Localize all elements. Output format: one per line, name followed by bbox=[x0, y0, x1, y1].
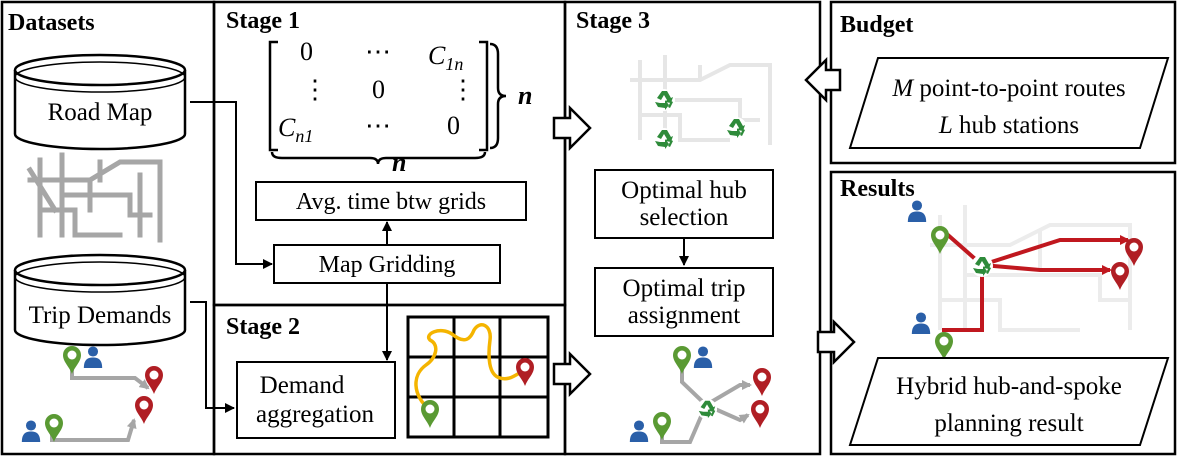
stage2-title: Stage 2 bbox=[226, 314, 300, 340]
origin-pin-icon bbox=[63, 346, 81, 374]
results-line2: planning result bbox=[934, 410, 1083, 437]
destination-pin-icon bbox=[753, 368, 771, 396]
assignment-illustration bbox=[629, 346, 771, 444]
stage1-title: Stage 1 bbox=[226, 8, 300, 34]
matrix-r1c3: C1n bbox=[428, 41, 463, 74]
map-gridding-box bbox=[273, 244, 501, 284]
stage2-to-stage3-arrow bbox=[552, 350, 592, 398]
destination-pin-icon bbox=[1111, 262, 1129, 290]
optimal-trip-box bbox=[594, 267, 774, 337]
matrix-r3c2: ⋯ bbox=[365, 111, 391, 140]
hub-map-illustration bbox=[630, 55, 772, 145]
matrix-r2c2: 0 bbox=[372, 75, 385, 104]
optimal-hub-box bbox=[594, 169, 774, 239]
origin-pin-icon bbox=[931, 226, 949, 254]
cost-matrix: 0 ⋯ C1n ⋮ 0 ⋮ Cn1 ⋯ 0 n n bbox=[268, 37, 532, 177]
person-icon bbox=[693, 346, 713, 368]
road-map-database: Road Map bbox=[13, 53, 187, 151]
person-icon bbox=[911, 312, 931, 334]
matrix-r2c1: ⋮ bbox=[302, 75, 328, 104]
trip-demands-label: Trip Demands bbox=[29, 302, 172, 329]
results-panel bbox=[829, 170, 1177, 456]
destination-pin-icon bbox=[751, 400, 769, 428]
arrow-trips-to-aggregation bbox=[190, 301, 235, 413]
results-parallelogram bbox=[848, 357, 1170, 446]
avg-time-label: Avg. time btw grids bbox=[296, 189, 486, 215]
avg-time-box bbox=[255, 181, 527, 221]
person-icon bbox=[83, 346, 103, 368]
hub-icon bbox=[696, 398, 718, 420]
budget-to-stage3-arrow bbox=[804, 56, 842, 104]
optimal-hub-line2: selection bbox=[640, 204, 729, 231]
datasets-title: Datasets bbox=[8, 10, 95, 36]
hub-icon bbox=[653, 128, 675, 150]
budget-title: Budget bbox=[840, 12, 913, 38]
results-title: Results bbox=[840, 176, 915, 202]
stage1-to-stage3-arrow bbox=[552, 104, 592, 152]
trip-demands-database: Trip Demands bbox=[13, 253, 187, 347]
arrow-roadmap-to-gridding bbox=[190, 101, 273, 269]
optimal-hub-line1: Optimal hub bbox=[621, 177, 747, 204]
matrix-r3c3: 0 bbox=[447, 111, 460, 140]
budget-parallelogram bbox=[848, 57, 1170, 149]
stage3-panel bbox=[563, 0, 822, 456]
destination-pin-icon bbox=[145, 366, 163, 394]
map-gridding-label: Map Gridding bbox=[319, 252, 456, 278]
destination-pin-icon bbox=[135, 396, 153, 424]
matrix-r2c3: ⋮ bbox=[450, 75, 476, 104]
demand-aggregation-line2: aggregation bbox=[256, 401, 375, 428]
destination-pin-icon bbox=[1125, 238, 1143, 266]
budget-line1: M point-to-point routes bbox=[891, 75, 1125, 102]
demand-aggregation-box bbox=[236, 361, 396, 439]
hub-icon bbox=[971, 255, 993, 277]
matrix-r1c1: 0 bbox=[300, 37, 313, 66]
origin-pin-icon bbox=[673, 346, 691, 374]
budget-line2: L hub stations bbox=[938, 112, 1079, 139]
matrix-r3c1: Cn1 bbox=[278, 113, 313, 146]
stage3-to-results-arrow bbox=[816, 318, 856, 366]
optimal-trip-line1: Optimal trip bbox=[623, 275, 746, 302]
hub-icon bbox=[725, 117, 747, 139]
demand-aggregation-line1: Demand bbox=[260, 372, 345, 399]
person-icon bbox=[629, 420, 649, 442]
optimal-trip-line2: assignment bbox=[628, 302, 741, 329]
stage3-title: Stage 3 bbox=[576, 8, 650, 34]
hub-icon bbox=[653, 89, 675, 111]
result-map bbox=[907, 200, 1143, 360]
matrix-dim-right: n bbox=[518, 81, 532, 110]
road-network-icon bbox=[26, 152, 163, 243]
origin-pin-icon bbox=[45, 414, 63, 442]
grid-illustration bbox=[406, 315, 550, 439]
matrix-r1c2: ⋯ bbox=[365, 37, 391, 66]
person-icon bbox=[21, 420, 41, 442]
person-icon bbox=[907, 200, 927, 222]
origin-pin-icon bbox=[653, 412, 671, 440]
matrix-dim-bottom: n bbox=[392, 148, 406, 177]
results-line1: Hybrid hub-and-spoke bbox=[896, 373, 1122, 400]
trip-demand-illustration bbox=[21, 346, 163, 442]
origin-pin-icon bbox=[935, 332, 953, 360]
road-map-label: Road Map bbox=[48, 99, 153, 126]
